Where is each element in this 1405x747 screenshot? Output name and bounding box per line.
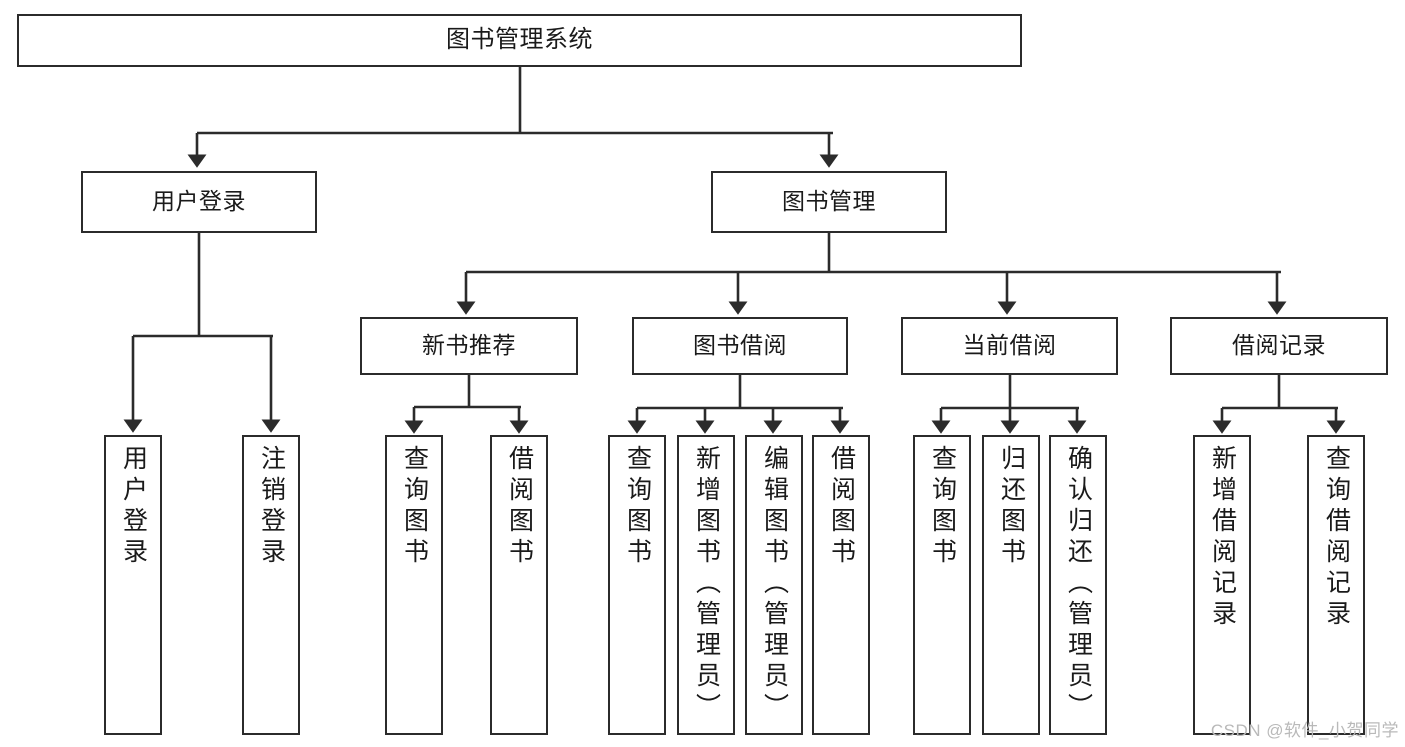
- node-book-borrow-label: 图书借阅: [693, 332, 787, 359]
- node-leaf-confirm-return-label: 确认归还（管理员）: [1064, 445, 1093, 724]
- node-leaf-confirm-return[interactable]: 确认归还（管理员）: [1049, 435, 1107, 735]
- node-leaf-query-book-3-label: 查询图书: [928, 445, 957, 569]
- node-new-book-recommend[interactable]: 新书推荐: [360, 317, 578, 375]
- node-new-book-recommend-label: 新书推荐: [422, 332, 516, 359]
- node-leaf-add-record-label: 新增借阅记录: [1208, 445, 1237, 631]
- node-leaf-user-login[interactable]: 用户登录: [104, 435, 162, 735]
- node-leaf-add-book[interactable]: 新增图书（管理员）: [677, 435, 735, 735]
- node-leaf-query-book-3[interactable]: 查询图书: [913, 435, 971, 735]
- node-leaf-return-book-label: 归还图书: [997, 445, 1026, 569]
- node-book-manage[interactable]: 图书管理: [711, 171, 947, 233]
- node-leaf-query-book-1[interactable]: 查询图书: [385, 435, 443, 735]
- node-leaf-query-book-2[interactable]: 查询图书: [608, 435, 666, 735]
- node-root-label: 图书管理系统: [446, 26, 593, 54]
- node-leaf-user-logout[interactable]: 注销登录: [242, 435, 300, 735]
- node-user-login-label: 用户登录: [152, 188, 246, 215]
- node-leaf-borrow-book-1[interactable]: 借阅图书: [490, 435, 548, 735]
- node-leaf-query-record-label: 查询借阅记录: [1322, 445, 1351, 631]
- csdn-watermark: CSDN @软件_小贺同学: [1210, 721, 1399, 740]
- node-book-manage-label: 图书管理: [782, 188, 876, 215]
- node-leaf-edit-book[interactable]: 编辑图书（管理员）: [745, 435, 803, 735]
- node-book-borrow[interactable]: 图书借阅: [632, 317, 848, 375]
- node-leaf-borrow-book-1-label: 借阅图书: [505, 445, 534, 569]
- node-current-borrow[interactable]: 当前借阅: [901, 317, 1118, 375]
- node-leaf-add-record[interactable]: 新增借阅记录: [1193, 435, 1251, 735]
- node-leaf-query-book-1-label: 查询图书: [400, 445, 429, 569]
- node-leaf-user-login-label: 用户登录: [119, 445, 148, 569]
- node-leaf-edit-book-label: 编辑图书（管理员）: [760, 445, 789, 724]
- node-leaf-add-book-label: 新增图书（管理员）: [692, 445, 721, 724]
- node-root[interactable]: 图书管理系统: [17, 14, 1022, 67]
- node-leaf-query-book-2-label: 查询图书: [623, 445, 652, 569]
- node-leaf-user-logout-label: 注销登录: [257, 445, 286, 569]
- node-user-login[interactable]: 用户登录: [81, 171, 317, 233]
- node-leaf-query-record[interactable]: 查询借阅记录: [1307, 435, 1365, 735]
- node-leaf-borrow-book-2-label: 借阅图书: [827, 445, 856, 569]
- node-borrow-record-label: 借阅记录: [1232, 332, 1326, 359]
- node-borrow-record[interactable]: 借阅记录: [1170, 317, 1388, 375]
- node-leaf-return-book[interactable]: 归还图书: [982, 435, 1040, 735]
- node-leaf-borrow-book-2[interactable]: 借阅图书: [812, 435, 870, 735]
- node-current-borrow-label: 当前借阅: [962, 332, 1057, 359]
